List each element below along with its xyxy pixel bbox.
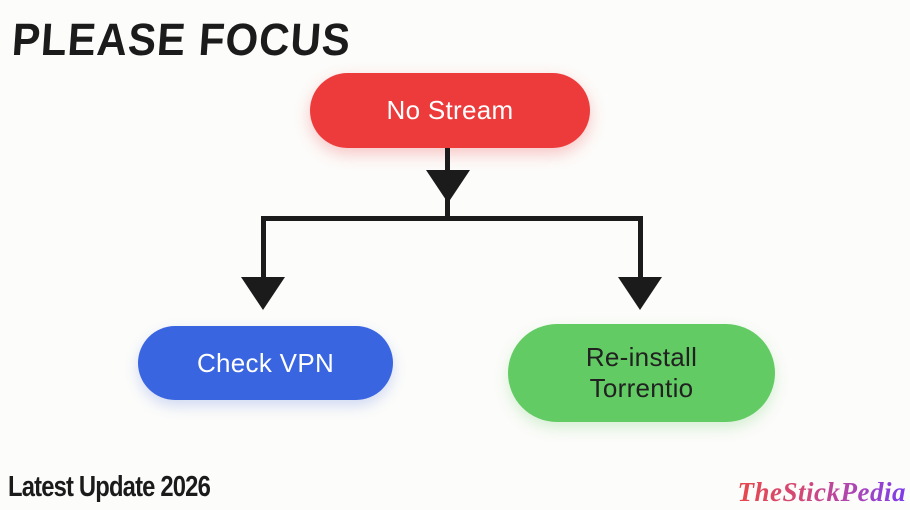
connector-right-vertical [638, 216, 643, 280]
flow-node-label: Check VPN [196, 347, 335, 378]
page-title: PLEASE FOCUS [10, 14, 353, 65]
flow-node-reinstall-torrentio: Re-install Torrentio [508, 324, 775, 422]
flow-node-check-vpn: Check VPN [138, 326, 393, 400]
flow-node-label: Re-install Torrentio [585, 342, 698, 403]
connector-branch-horizontal [261, 216, 643, 221]
flow-node-label: No Stream [386, 95, 514, 125]
connector-left-vertical [261, 216, 266, 280]
brand-watermark: TheStickPedia [737, 477, 906, 507]
arrow-down-icon [241, 277, 285, 310]
update-note: Latest Update 2026 [8, 471, 211, 503]
arrow-down-icon [618, 277, 662, 310]
flow-node-no-stream: No Stream [310, 73, 590, 148]
arrow-down-icon [426, 170, 470, 203]
